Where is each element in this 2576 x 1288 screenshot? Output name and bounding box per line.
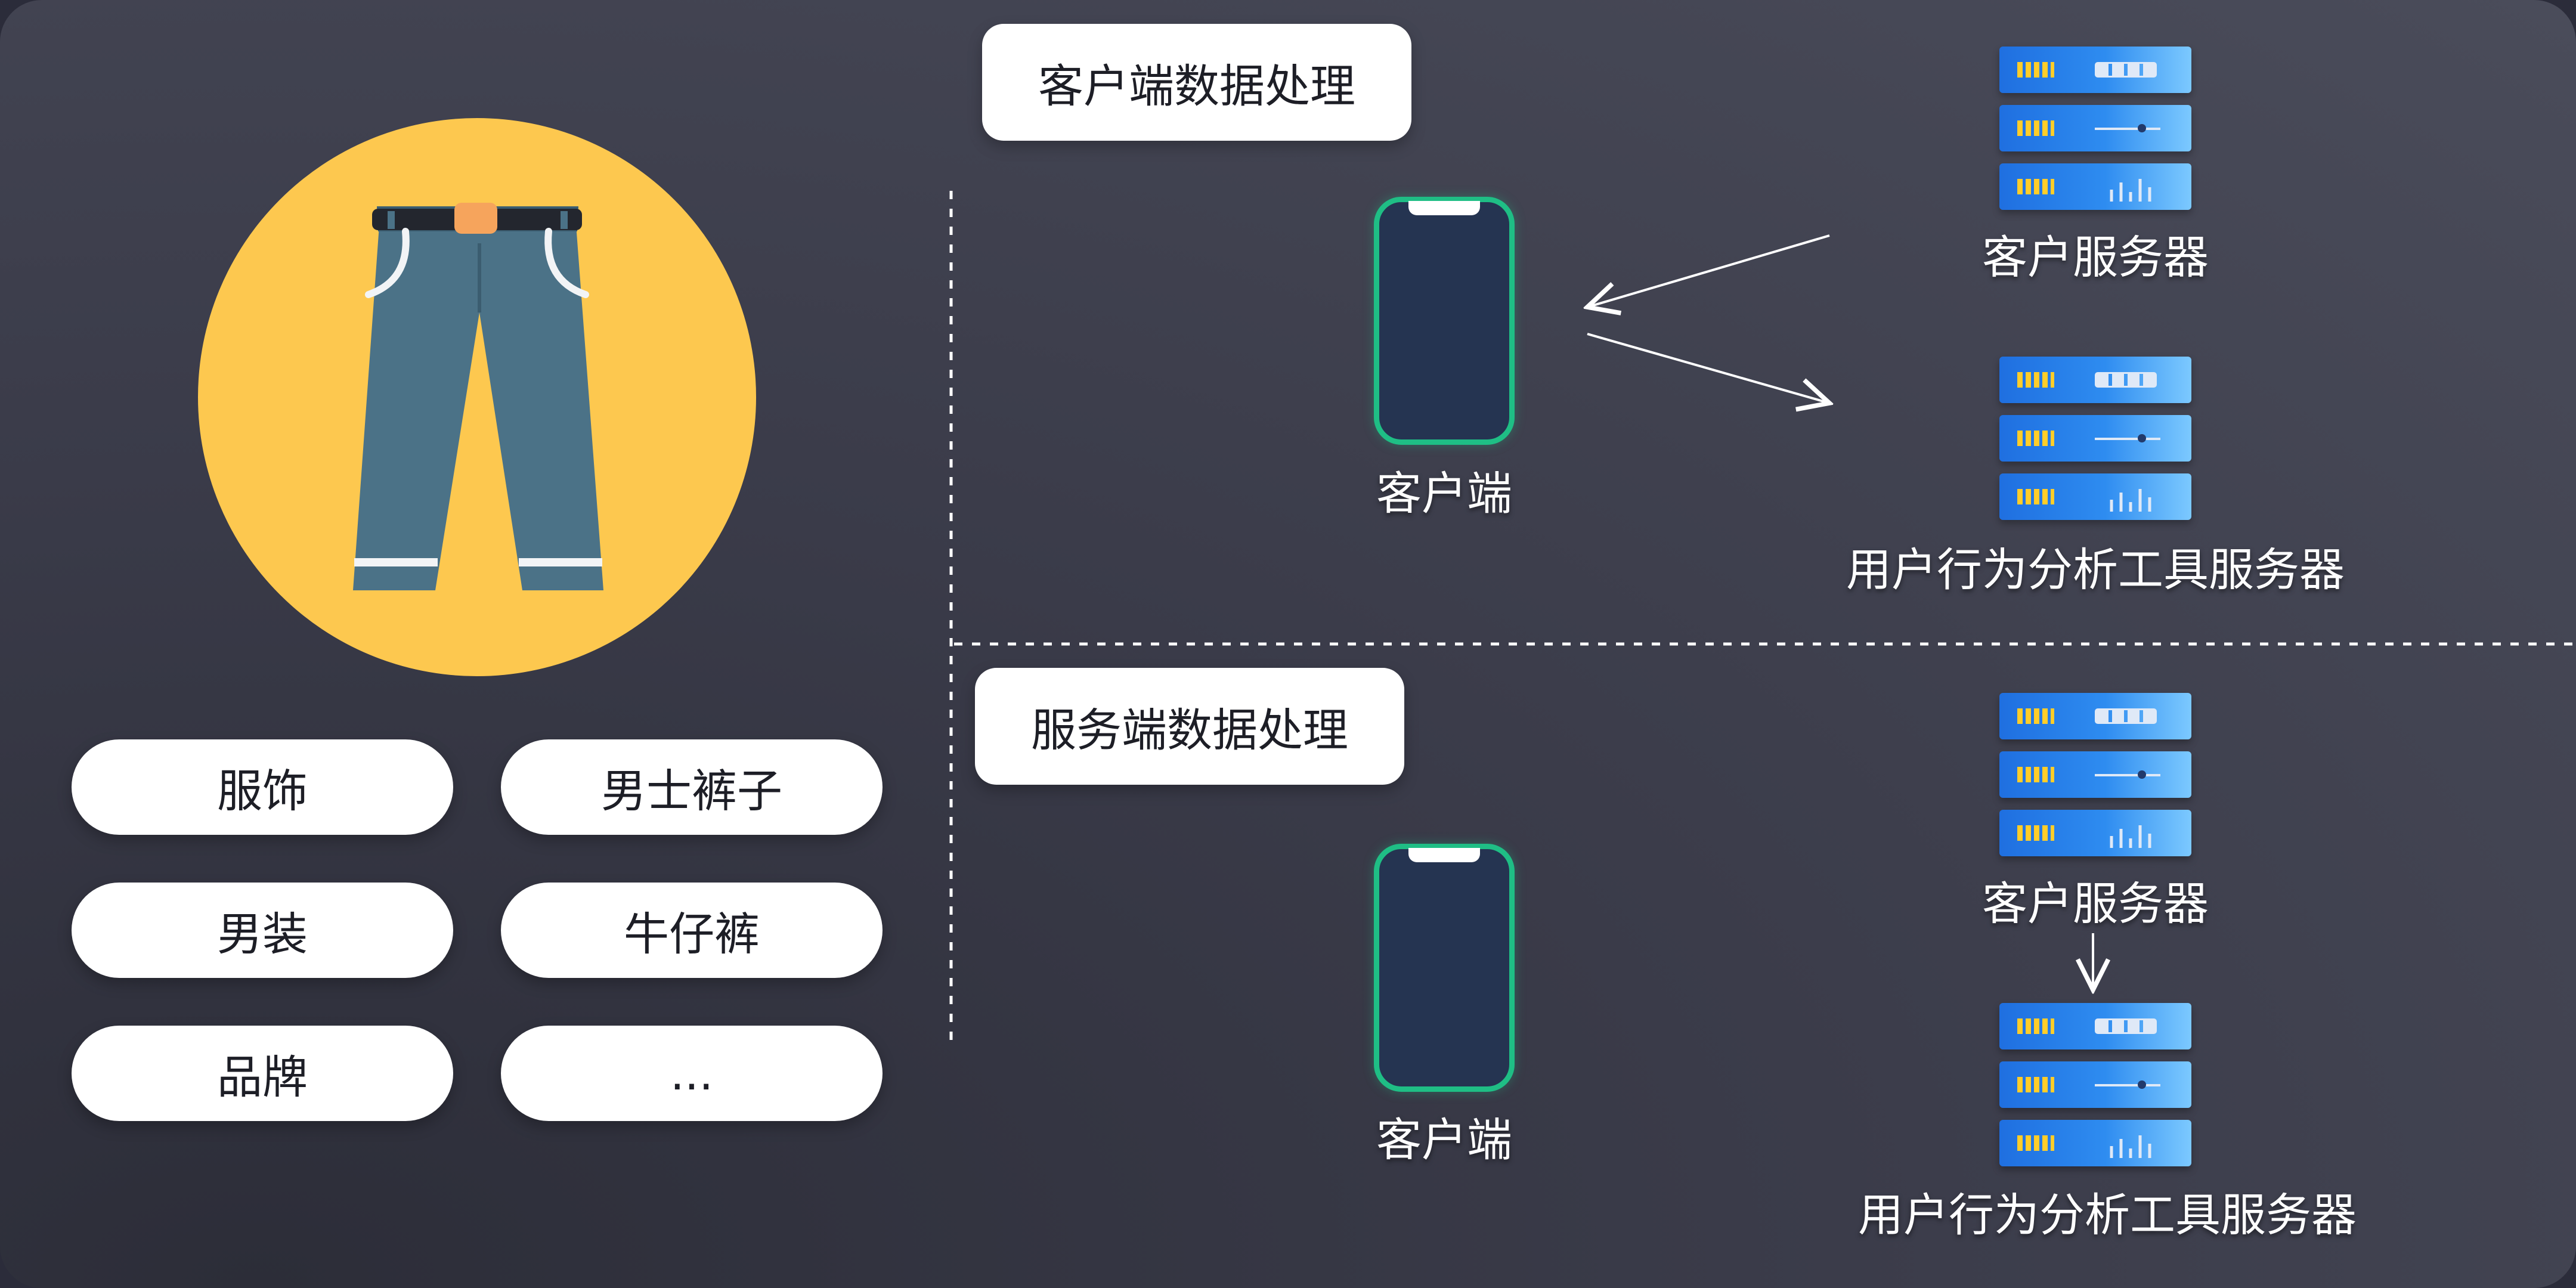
server-processing-title: 服务端数据处理 (975, 668, 1404, 785)
server-rack-icon (1999, 357, 2191, 520)
server-rack-icon (1999, 1003, 2191, 1166)
tag-brand[interactable]: 品牌 (72, 1026, 453, 1121)
tag-more[interactable]: ... (501, 1026, 883, 1121)
phone-icon (1374, 844, 1515, 1092)
jeans-icon (353, 203, 603, 590)
customer-server-label-top: 客户服务器 (1982, 231, 2209, 284)
product-circle (198, 118, 756, 676)
customer-server-label-bottom: 客户服务器 (1982, 877, 2209, 930)
analytics-server-label-top: 用户行为分析工具服务器 (1846, 543, 2345, 596)
server-rack-icon (1999, 47, 2191, 210)
client-label-bottom: 客户端 (1376, 1113, 1512, 1166)
client-processing-title: 客户端数据处理 (982, 24, 1411, 141)
analytics-server-label-bottom: 用户行为分析工具服务器 (1858, 1188, 2357, 1241)
tag-jeans[interactable]: 牛仔裤 (501, 883, 883, 978)
tag-menswear[interactable]: 男装 (72, 883, 453, 978)
phone-icon (1374, 197, 1515, 445)
client-label-top: 客户端 (1376, 467, 1512, 520)
tag-clothing[interactable]: 服饰 (72, 739, 453, 835)
server-rack-icon (1999, 693, 2191, 856)
tag-mens-pants[interactable]: 男士裤子 (501, 739, 883, 835)
